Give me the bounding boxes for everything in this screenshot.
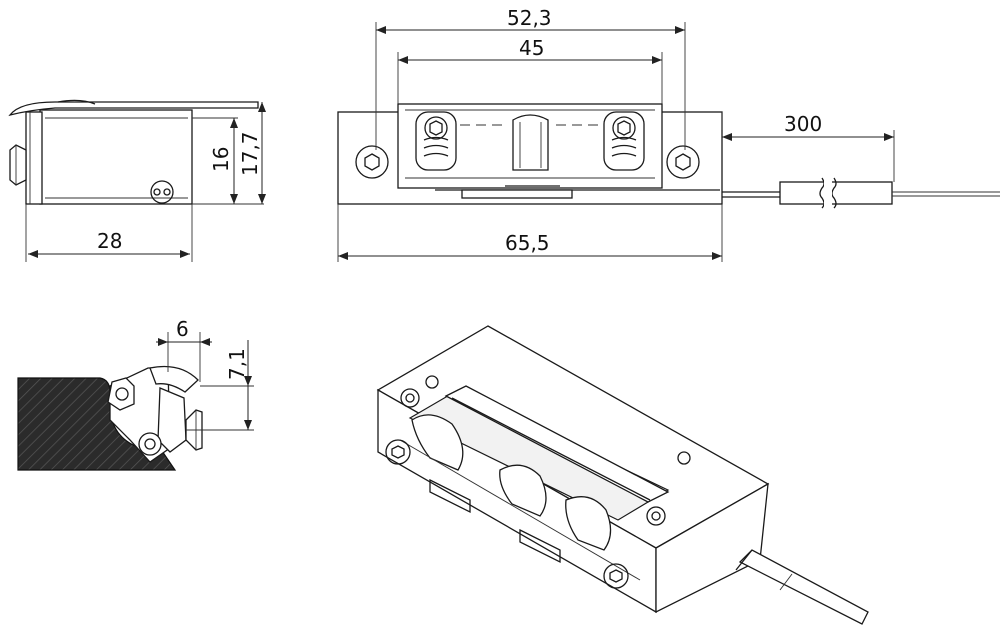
dim-label-300: 300 <box>784 112 822 136</box>
dimension-16: 16 <box>209 118 238 204</box>
dim-label-28: 28 <box>97 229 122 253</box>
dimension-28: 28 <box>28 229 190 258</box>
dimension-17-7: 17,7 <box>238 102 266 204</box>
dim-label-52-3: 52,3 <box>507 6 552 30</box>
dimension-52-3: 52,3 <box>376 6 685 34</box>
section-view <box>17 332 254 471</box>
dimension-300: 300 <box>722 112 894 141</box>
dimension-45: 45 <box>398 36 662 64</box>
front-view <box>337 22 1000 262</box>
dim-label-45: 45 <box>519 36 544 60</box>
dim-label-65-5: 65,5 <box>505 231 550 255</box>
dimension-7-1: 7,1 <box>225 340 252 430</box>
isometric-view <box>376 325 869 625</box>
dimension-6: 6 <box>156 317 212 346</box>
dim-label-16: 16 <box>209 147 233 172</box>
dimension-65-5: 65,5 <box>338 231 722 260</box>
side-view <box>8 99 264 262</box>
dim-label-6: 6 <box>176 317 189 341</box>
dim-label-7-1: 7,1 <box>225 348 249 380</box>
dim-label-17-7: 17,7 <box>238 131 262 176</box>
